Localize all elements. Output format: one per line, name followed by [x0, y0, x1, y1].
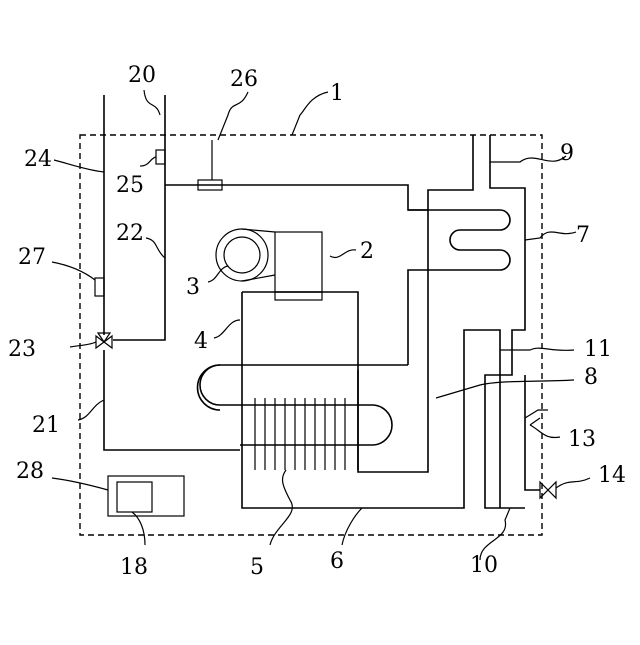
fan-outlet [275, 292, 322, 300]
coil-heat-exchanger [408, 210, 510, 365]
valve-13 [525, 410, 548, 425]
label-6: 6 [330, 549, 344, 574]
sensor-25 [156, 150, 165, 164]
label-24: 24 [24, 147, 52, 172]
motor-fan-link [242, 229, 275, 281]
label-14: 14 [598, 463, 626, 488]
label-18: 18 [120, 555, 148, 580]
label-4: 4 [194, 329, 208, 354]
fan-2 [275, 232, 322, 292]
label-11: 11 [584, 337, 612, 362]
valve-23 [96, 333, 112, 348]
label-10: 10 [470, 553, 498, 578]
label-2: 2 [360, 239, 374, 264]
combustion-chamber [242, 292, 500, 508]
label-8: 8 [584, 365, 598, 390]
label-5: 5 [250, 555, 264, 580]
label-7: 7 [576, 223, 590, 248]
duct-9-right [485, 135, 525, 508]
right-pipe [525, 375, 540, 490]
chamber-top [242, 292, 358, 470]
motor-3-inner [224, 237, 260, 273]
label-27: 27 [18, 245, 46, 270]
label-28: 28 [16, 459, 44, 484]
duct-9-left [428, 135, 473, 210]
label-23: 23 [8, 337, 36, 362]
serpentine-tube-outer [198, 365, 401, 410]
serpentine-tube [200, 365, 408, 445]
burner-fins [255, 398, 345, 470]
label-25: 25 [116, 173, 144, 198]
housing-outline [80, 135, 542, 535]
sensor-27 [95, 278, 104, 296]
label-13: 13 [568, 427, 596, 452]
leader-lines [52, 90, 590, 560]
label-9: 9 [560, 141, 574, 166]
label-22: 22 [116, 221, 144, 246]
label-26: 26 [230, 67, 258, 92]
label-1: 1 [330, 81, 344, 106]
label-3: 3 [186, 275, 200, 300]
label-21: 21 [32, 413, 60, 438]
valve-14 [540, 482, 556, 498]
display-18 [117, 482, 152, 512]
flue-pipe-inner [113, 95, 165, 340]
label-20: 20 [128, 63, 156, 88]
